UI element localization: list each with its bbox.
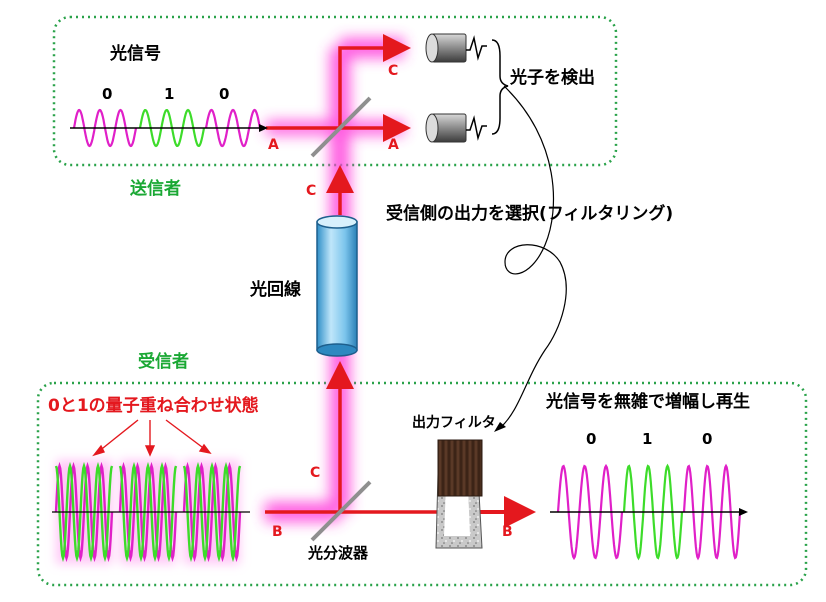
sender-wave-2 [204, 108, 262, 148]
beam-label-c-mid: C [306, 183, 317, 199]
output-filter [435, 439, 483, 549]
beam-label-c-bottom: C [310, 465, 321, 481]
beam-label-a-in: A [268, 137, 279, 153]
beam-label-b-out: B [502, 524, 513, 540]
bottom-beam-splitter [310, 480, 372, 542]
regen-axis-arrowhead [739, 508, 748, 516]
top-beam-splitter [310, 96, 372, 158]
detector-c [425, 33, 487, 63]
filter-label: 出力フィルタ [412, 415, 496, 431]
sender-axis-arrowhead [259, 124, 268, 132]
detector-a [425, 113, 487, 143]
detect-label: 光子を検出 [510, 68, 595, 88]
bit-0: 0 [102, 85, 113, 103]
beam-c-up-top [338, 34, 411, 128]
feedback-wire [499, 85, 567, 429]
regen-bit-1: 1 [642, 430, 653, 448]
bit-1: 1 [164, 85, 175, 103]
regen-bit-2: 0 [702, 430, 713, 448]
regen-label: 光信号を無雑で増幅し再生 [546, 392, 750, 412]
superposition-green-1 [118, 461, 178, 563]
detector-brace [491, 39, 509, 135]
superposition-pointers [92, 419, 212, 457]
signal-title: 光信号 [110, 44, 161, 64]
bit-2: 0 [219, 85, 230, 103]
line-label: 光回線 [250, 280, 301, 300]
beam-label-a-out: A [388, 137, 399, 153]
beams [265, 34, 536, 528]
superposition-green-2 [182, 461, 242, 563]
regen-bit-0: 0 [586, 430, 597, 448]
sender-label: 送信者 [130, 179, 181, 199]
splitter-label: 光分波器 [308, 544, 369, 562]
superposition-green-0 [54, 461, 114, 563]
beam-label-c-top: C [388, 63, 399, 79]
beam-label-b-in: B [272, 524, 283, 540]
feedback-arrowhead [494, 422, 506, 432]
receiver-label: 受信者 [138, 352, 189, 372]
superposition-label: 0と1の量子重ね合わせ状態 [48, 396, 259, 416]
optical-fiber [316, 215, 358, 357]
receiver-box [36, 381, 808, 587]
select-label: 受信側の出力を選択(フィルタリング) [386, 204, 674, 224]
